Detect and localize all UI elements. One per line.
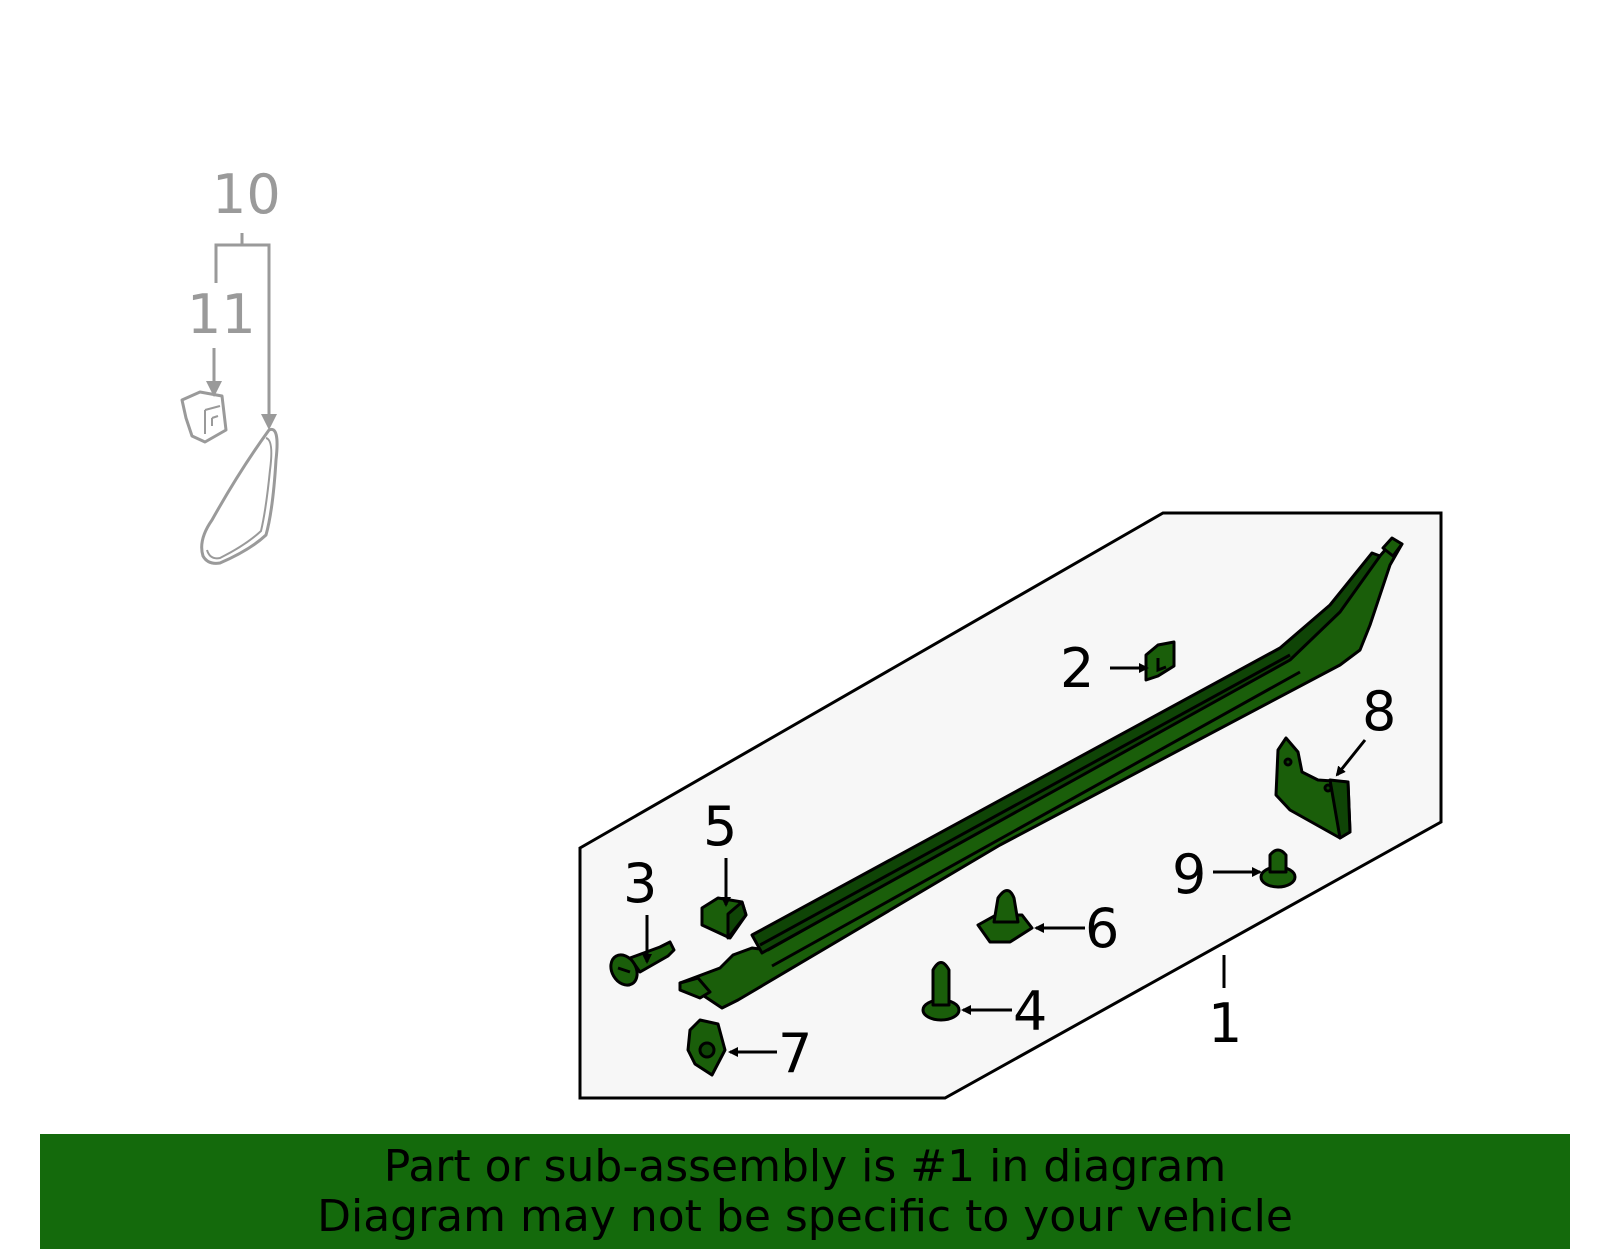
retainer-part-6[interactable] <box>976 889 1034 944</box>
callout-1: 1 <box>1208 992 1242 1055</box>
screw-part-3[interactable] <box>606 940 676 990</box>
ghost-clip-part-11[interactable] <box>180 390 228 444</box>
ghost-molding-part-10[interactable] <box>200 427 279 565</box>
callout-11: 11 <box>187 283 256 346</box>
callout-2: 2 <box>1060 637 1094 700</box>
info-banner: Part or sub-assembly is #1 in diagram Di… <box>40 1134 1570 1249</box>
callout-3: 3 <box>623 852 657 915</box>
callout-5: 5 <box>703 795 737 858</box>
banner-line-1: Part or sub-assembly is #1 in diagram <box>383 1140 1227 1192</box>
clip-part-9[interactable] <box>1259 848 1297 889</box>
callout-9: 9 <box>1172 843 1206 906</box>
clip-nut-part-5[interactable] <box>700 896 748 940</box>
callout-6: 6 <box>1085 897 1119 960</box>
callout-10: 10 <box>212 163 281 226</box>
mud-guard-part-8[interactable] <box>1274 736 1352 840</box>
push-pin-part-4[interactable] <box>921 961 961 1022</box>
leader-8 <box>1335 739 1367 777</box>
bracket-clip-part-7[interactable] <box>686 1018 727 1077</box>
rocker-molding-part-1[interactable] <box>678 536 1404 1010</box>
callout-7: 7 <box>778 1022 812 1085</box>
callout-8: 8 <box>1362 680 1396 743</box>
callout-4: 4 <box>1013 980 1047 1043</box>
clip-part-2[interactable] <box>1144 640 1176 682</box>
banner-line-2: Diagram may not be specific to your vehi… <box>317 1190 1293 1242</box>
